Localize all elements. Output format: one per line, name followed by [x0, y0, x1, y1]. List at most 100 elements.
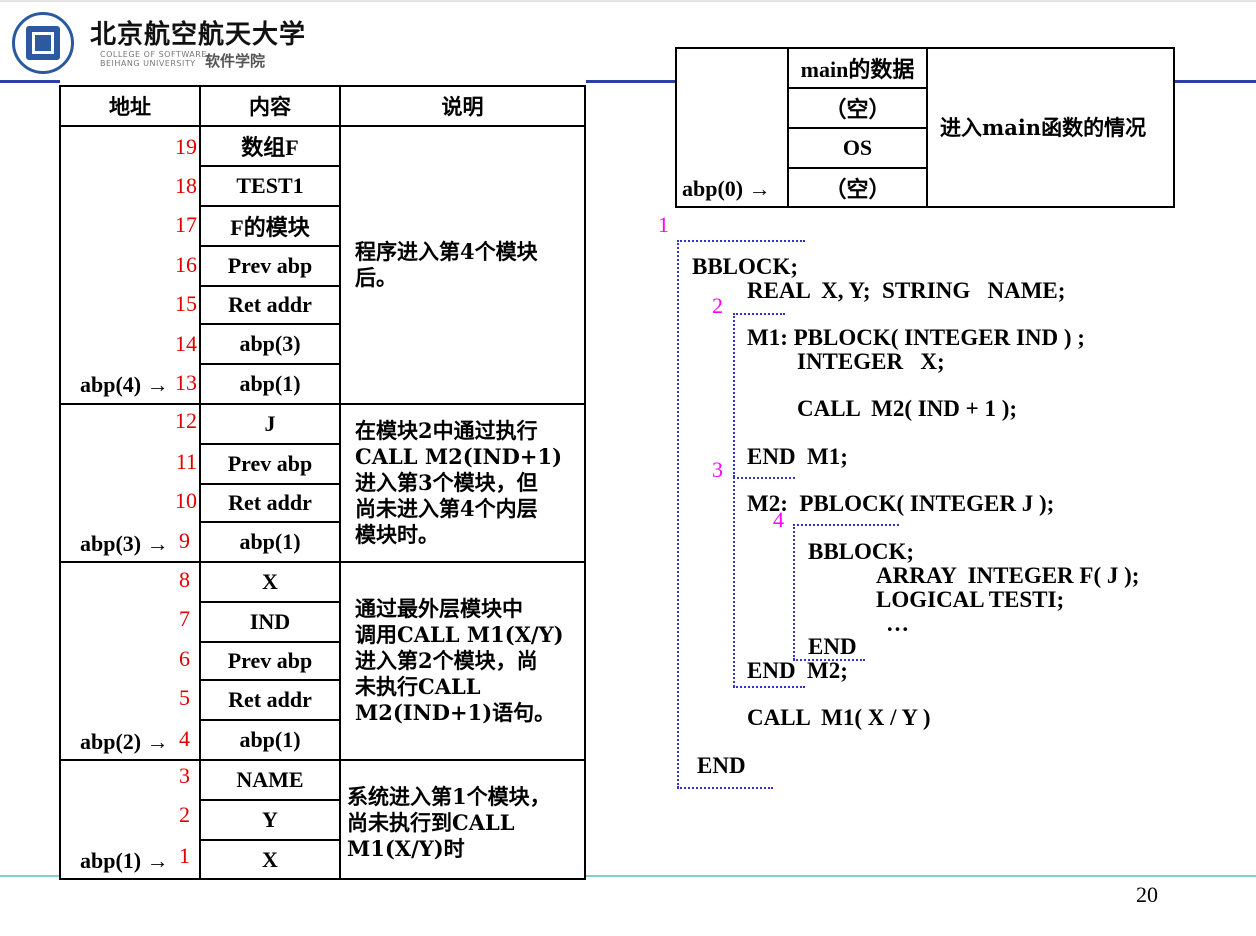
abp-label: abp(4) →: [80, 372, 169, 397]
row-number: 12: [175, 408, 197, 433]
module-number: 4: [773, 507, 784, 532]
stack-cell: TEST1: [199, 165, 341, 207]
stack-cell: NAME: [199, 759, 341, 801]
university-name: 北京航空航天大学: [90, 20, 307, 50]
module-number: 3: [712, 457, 723, 482]
block-bracket: [733, 313, 785, 315]
code-line: REAL X, Y; STRING NAME;: [747, 278, 1066, 303]
header-address: 地址: [59, 85, 201, 127]
stack-cell: X: [199, 561, 341, 603]
code-line: END M1;: [747, 444, 848, 469]
top-rule: [0, 0, 1256, 2]
description-cell: 程序进入第4个模块后。: [339, 125, 586, 405]
row-number: 17: [175, 212, 197, 237]
row-number: 1: [179, 843, 190, 868]
stack-cell: 数组F: [199, 125, 341, 167]
main-description: 进入main函数的情况: [926, 47, 1175, 208]
code-line: CALL M1( X / Y ): [747, 705, 931, 730]
stack-cell: abp(1): [199, 719, 341, 761]
row-number: 11: [175, 449, 197, 474]
address-group: [59, 759, 201, 880]
stack-cell: Ret addr: [199, 679, 341, 721]
code-line: …: [886, 611, 909, 636]
logo-emblem: [26, 26, 60, 60]
code-line: END: [697, 753, 746, 778]
footer-rule: [0, 875, 1256, 877]
main-cell: OS: [787, 127, 928, 169]
row-number: 6: [179, 646, 190, 671]
block-bracket: [677, 787, 773, 789]
row-number: 2: [179, 802, 190, 827]
stack-cell: Y: [199, 799, 341, 841]
code-line: LOGICAL TESTI;: [876, 587, 1065, 612]
code-line: INTEGER X;: [797, 349, 945, 374]
stack-cell: abp(3): [199, 323, 341, 365]
stack-cell: F的模块: [199, 205, 341, 247]
code-line: BBLOCK;: [692, 254, 799, 279]
row-number: 16: [175, 252, 197, 277]
university-logo-icon: [12, 12, 74, 74]
row-number: 19: [175, 134, 197, 159]
code-line: M2: PBLOCK( INTEGER J );: [747, 491, 1055, 516]
header-divider: [1174, 80, 1256, 83]
stack-cell: Ret addr: [199, 483, 341, 523]
stack-cell: Prev abp: [199, 245, 341, 287]
main-cell: （空）: [787, 167, 928, 208]
row-number: 18: [175, 173, 197, 198]
row-number: 15: [175, 291, 197, 316]
stack-cell: Ret addr: [199, 285, 341, 325]
block-bracket: [677, 240, 805, 242]
row-number: 13: [175, 370, 197, 395]
code-line: M1: PBLOCK( INTEGER IND ) ;: [747, 325, 1085, 350]
row-number: 10: [175, 488, 197, 513]
code-line: BBLOCK;: [808, 539, 915, 564]
code-line: ARRAY INTEGER F( J );: [876, 563, 1140, 588]
row-number: 7: [179, 606, 190, 631]
block-bracket: [733, 477, 735, 687]
main-address-cell: [675, 47, 789, 208]
stack-cell: J: [199, 403, 341, 445]
block-bracket: [793, 524, 899, 526]
abp-label: abp(3) →: [80, 531, 169, 556]
row-number: 9: [179, 528, 190, 553]
abp-label: abp(0) →: [682, 176, 771, 201]
block-bracket: [733, 686, 805, 688]
block-bracket: [733, 313, 735, 477]
row-number: 4: [179, 726, 190, 751]
code-line: END M2;: [747, 658, 848, 683]
stack-cell: Prev abp: [199, 641, 341, 681]
header-content: 内容: [199, 85, 341, 127]
code-line: CALL M2( IND + 1 );: [797, 396, 1018, 421]
main-cell: （空）: [787, 87, 928, 129]
stack-cell: IND: [199, 601, 341, 643]
stack-cell: abp(1): [199, 363, 341, 405]
abp-label: abp(1) →: [80, 848, 169, 873]
block-bracket: [733, 477, 795, 479]
block-bracket: [793, 659, 865, 661]
main-cell: main的数据: [787, 47, 928, 89]
row-number: 5: [179, 685, 190, 710]
logo-emblem-mark: [32, 32, 54, 54]
stack-cell: Prev abp: [199, 443, 341, 485]
stack-cell: X: [199, 839, 341, 880]
module-number: 2: [712, 293, 723, 318]
row-number: 8: [179, 567, 190, 592]
row-number: 3: [179, 763, 190, 788]
row-number: 14: [175, 331, 197, 356]
header-divider: [0, 80, 60, 83]
stack-cell: abp(1): [199, 521, 341, 563]
college-name-en: COLLEGE OF SOFTWARE BEIHANG UNIVERSITY: [100, 50, 207, 68]
header-description: 说明: [339, 85, 586, 127]
abp-label: abp(2) →: [80, 729, 169, 754]
module-number: 1: [658, 212, 669, 237]
block-bracket: [677, 240, 679, 788]
header-divider: [586, 80, 676, 83]
block-bracket: [793, 524, 795, 660]
college-name-cn: 软件学院: [205, 52, 266, 70]
address-group: [59, 561, 201, 761]
page-number: 20: [1136, 882, 1158, 907]
code-line: END: [808, 634, 857, 659]
